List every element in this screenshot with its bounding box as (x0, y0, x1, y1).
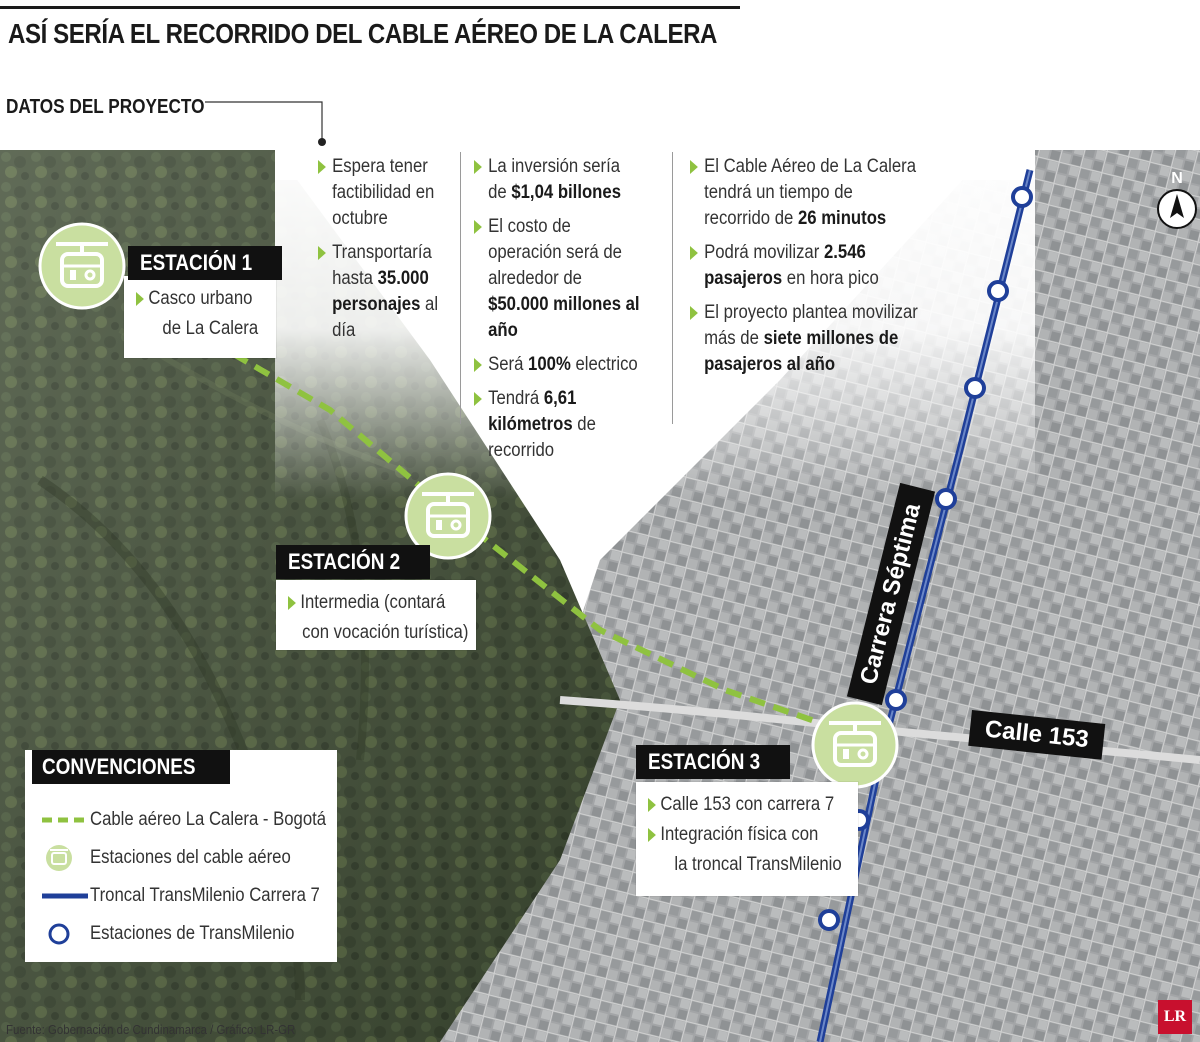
station-1-line-2: de La Calera (162, 318, 259, 339)
fact-highlight: siete millones de pasajeros al año (704, 328, 899, 375)
fact-text: Transportaría hasta (332, 242, 432, 289)
fact-text: El costo de operación será de alrededor … (488, 216, 622, 289)
legend-item-cable: Cable aéreo La Calera - Bogotá (40, 805, 358, 835)
fact-highlight: 26 minutos (797, 208, 887, 229)
transmilenio-station (935, 488, 957, 510)
transmilenio-station (885, 689, 907, 711)
station-1-tag: ESTACIÓN 1 (128, 246, 283, 280)
lr-logo: LR (1158, 1000, 1192, 1034)
fact-item: Transportaría hasta 35.000 personajes al… (318, 240, 441, 344)
fact-item: Tendrá 6,61 kilómetros de recorrido (474, 386, 643, 464)
transmilenio-station (964, 377, 986, 399)
fact-highlight: 100% (528, 354, 571, 375)
column-divider (672, 152, 673, 424)
north-arrow: N (1156, 170, 1198, 235)
fact-item: La inversión sería de $1,04 billones (474, 154, 643, 206)
station-2-line-2: con vocación turística) (302, 622, 469, 643)
blue-circle-icon (40, 919, 90, 949)
fact-text: al día (332, 294, 439, 341)
facts-column-2: La inversión sería de $1,04 billones El c… (474, 154, 643, 472)
fact-item: Podrá movilizar 2.546 pasajeros en hora … (690, 240, 919, 292)
transmilenio-station (987, 280, 1009, 302)
page-title: ASÍ SERÍA EL RECORRIDO DEL CABLE AÉREO D… (8, 18, 718, 49)
source-footer: Fuente: Gobernación de Cundinamarca / Gr… (6, 1022, 296, 1037)
cable-station-1-icon (38, 222, 126, 310)
blue-line-icon (40, 881, 90, 911)
station-3-line-1: Calle 153 con carrera 7 (648, 792, 834, 818)
legend-box (25, 750, 337, 962)
fact-highlight: 6,61 kilómetros (488, 388, 577, 435)
fact-text: en hora pico (782, 268, 879, 289)
fact-item: Será 100% electrico (474, 352, 643, 378)
station-3-box: Calle 153 con carrera 7 Integración físi… (636, 782, 858, 896)
fact-text: Podrá movilizar (704, 242, 824, 263)
fact-text: Tendrá (488, 388, 544, 409)
fact-item: El proyecto plantea movilizar más de sie… (690, 300, 919, 378)
compass-icon (1157, 189, 1197, 229)
legend-title: CONVENCIONES (32, 750, 231, 784)
fact-text: La inversión sería de (488, 156, 621, 203)
fact-item: El Cable Aéreo de La Calera tendrá un ti… (690, 154, 919, 232)
fact-text: de recorrido (488, 414, 596, 461)
legend-item-tm-stations: Estaciones de TransMilenio (40, 919, 322, 949)
datos-title: DATOS DEL PROYECTO (6, 96, 205, 118)
legend-item-cable-stations: Estaciones del cable aéreo (40, 843, 318, 873)
station-1-line-1: Casco urbano (136, 286, 252, 312)
fact-highlight: 35.000 personajes (332, 268, 429, 315)
facts-column-3: El Cable Aéreo de La Calera tendrá un ti… (690, 154, 919, 386)
station-3-line-2: Integración física con (648, 822, 822, 848)
fact-text: electrico (570, 354, 638, 375)
station-2-line-1: Intermedia (contará (288, 590, 445, 616)
fact-text: El Cable Aéreo de La Calera tendrá un ti… (704, 156, 917, 229)
fact-text: Espera tener factibilidad en octubre (332, 156, 435, 229)
station-1-box: Casco urbano de La Calera (124, 276, 276, 358)
transmilenio-station (818, 909, 840, 931)
station-3-line-3: la troncal TransMilenio (674, 854, 842, 875)
station-3-tag: ESTACIÓN 3 (636, 745, 791, 779)
cable-station-3-icon (811, 701, 899, 789)
fact-highlight: $50.000 millones al año (488, 294, 640, 341)
fact-item: Espera tener factibilidad en octubre (318, 154, 441, 232)
fact-text: Será (488, 354, 529, 375)
fact-highlight: $1,04 billones (511, 182, 622, 203)
title-rule (0, 6, 740, 9)
column-divider (460, 152, 461, 424)
fact-text: El proyecto plantea movilizar más de (704, 302, 918, 349)
north-label: N (1171, 170, 1183, 187)
cable-station-2-icon (404, 472, 492, 560)
cable-station-icon (40, 843, 90, 873)
legend-item-troncal: Troncal TransMilenio Carrera 7 (40, 881, 351, 911)
transmilenio-station (1011, 186, 1033, 208)
station-2-tag: ESTACIÓN 2 (276, 545, 431, 579)
station-2-box: Intermedia (contará con vocación turísti… (276, 580, 476, 650)
cable-line (80, 263, 856, 738)
fact-highlight: 2.546 pasajeros (704, 242, 866, 289)
green-dashed-line-icon (40, 805, 90, 835)
fact-item: El costo de operación será de alrededor … (474, 214, 643, 344)
